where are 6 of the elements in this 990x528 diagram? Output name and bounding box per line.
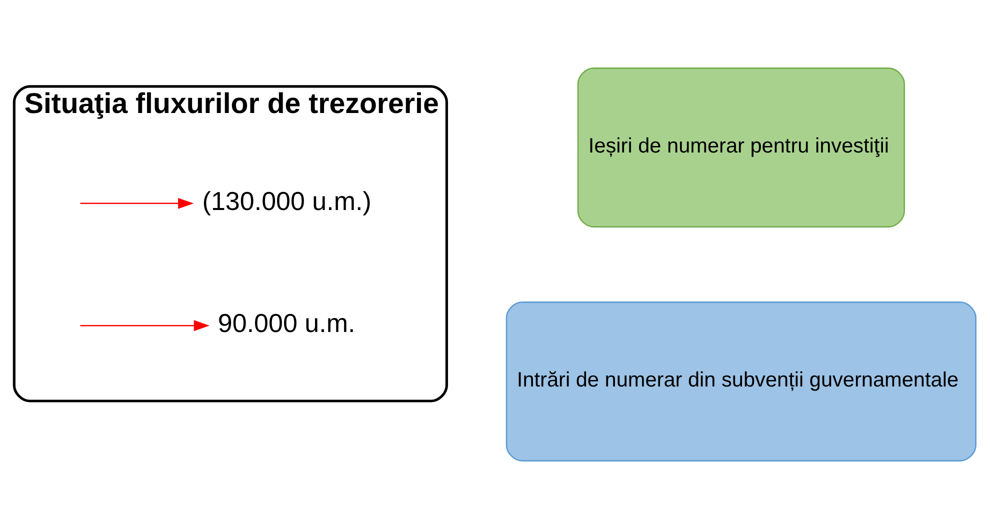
- node-box: Intrări de numerar din subvenții guvernamentale: [506, 301, 976, 461]
- arrow: [80, 320, 210, 331]
- node-text: 90.000 u.m.: [218, 308, 356, 338]
- arrow: [80, 197, 194, 208]
- node-text: (130.000 u.m.): [202, 185, 372, 216]
- node-box: Ieșiri de numerar pentru investiţii: [577, 67, 905, 227]
